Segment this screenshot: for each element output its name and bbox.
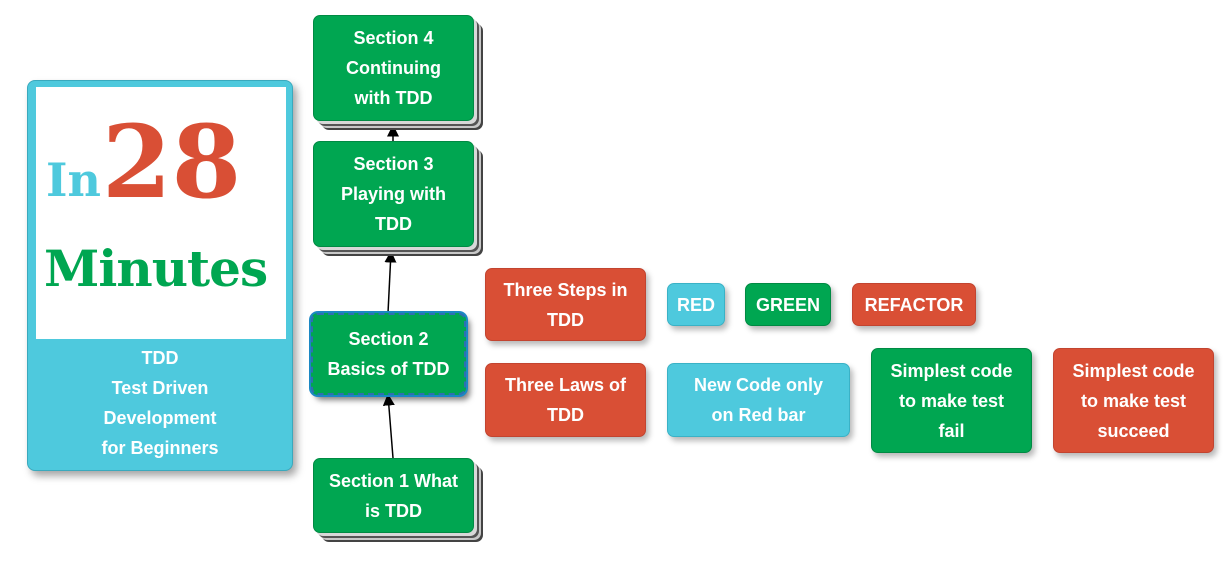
section-4-node[interactable]: Section 4 Continuing with TDD — [313, 15, 474, 121]
course-title-line: TDD — [141, 348, 179, 368]
course-title-line: for Beginners — [101, 438, 219, 458]
section-2-node[interactable]: Section 2 Basics of TDD — [311, 313, 466, 395]
refactor-step-node[interactable]: REFACTOR — [852, 283, 976, 326]
arrow-s2-to-s3 — [384, 250, 397, 314]
law-new-code-node[interactable]: New Code only on Red bar — [667, 363, 850, 437]
course-title-line: Test Driven — [111, 378, 209, 398]
green-step-node[interactable]: GREEN — [745, 283, 831, 326]
law-simplest-fail-node[interactable]: Simplest code to make test fail — [871, 348, 1032, 453]
red-step-node[interactable]: RED — [667, 283, 725, 326]
logo-number-text: 28 — [102, 103, 242, 221]
course-logo-card: In 28 Minutes TDD Test Driven Developmen… — [27, 80, 293, 471]
section-1-node[interactable]: Section 1 What is TDD — [313, 458, 474, 533]
law-simplest-succeed-node[interactable]: Simplest code to make test succeed — [1053, 348, 1214, 453]
logo-image: In 28 Minutes — [36, 87, 286, 339]
course-title-line: Development — [103, 408, 217, 428]
three-steps-node[interactable]: Three Steps in TDD — [485, 268, 646, 341]
course-title: TDD Test Driven Development for Beginner… — [28, 343, 292, 463]
logo-in-text: In — [46, 153, 101, 207]
logo-minutes-text: Minutes — [44, 239, 268, 298]
section-3-node[interactable]: Section 3 Playing with TDD — [313, 141, 474, 247]
three-laws-node[interactable]: Three Laws of TDD — [485, 363, 646, 437]
arrow-s1-to-s2 — [382, 393, 395, 459]
